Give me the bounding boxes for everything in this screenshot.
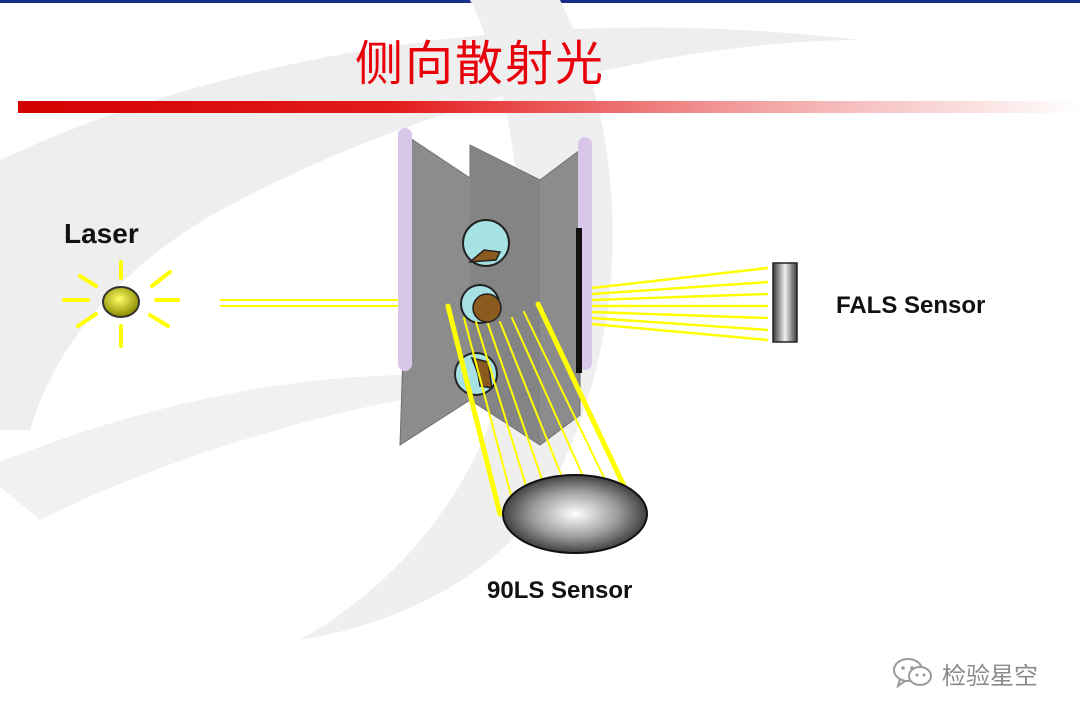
ls90-sensor: [502, 474, 648, 554]
flow-cell-exit-slit: [576, 228, 582, 373]
laser-bulb: [102, 286, 140, 318]
flow-cell-left-window: [398, 128, 412, 371]
forward-scatter-beams: [591, 266, 769, 342]
fals-sensor-label: FALS Sensor: [836, 292, 986, 319]
ls90-sensor-label: 90LS Sensor: [487, 577, 633, 604]
flow-cell: [398, 128, 592, 446]
laser-source: [62, 260, 180, 348]
cell-middle: [460, 284, 502, 324]
title-underline: [18, 101, 1080, 113]
cell-top: [462, 219, 510, 267]
laser-glow-rays: [62, 260, 180, 348]
incident-beam: [220, 299, 410, 307]
slide-title: 侧向散射光: [355, 36, 606, 92]
laser-label: Laser: [64, 218, 139, 249]
side-scatter-beams: [445, 301, 627, 517]
fals-sensor: [772, 262, 798, 343]
watermark-text: 检验星空: [942, 661, 1038, 690]
wechat-icon: [893, 658, 932, 689]
watermark: 检验星空: [892, 655, 1038, 691]
